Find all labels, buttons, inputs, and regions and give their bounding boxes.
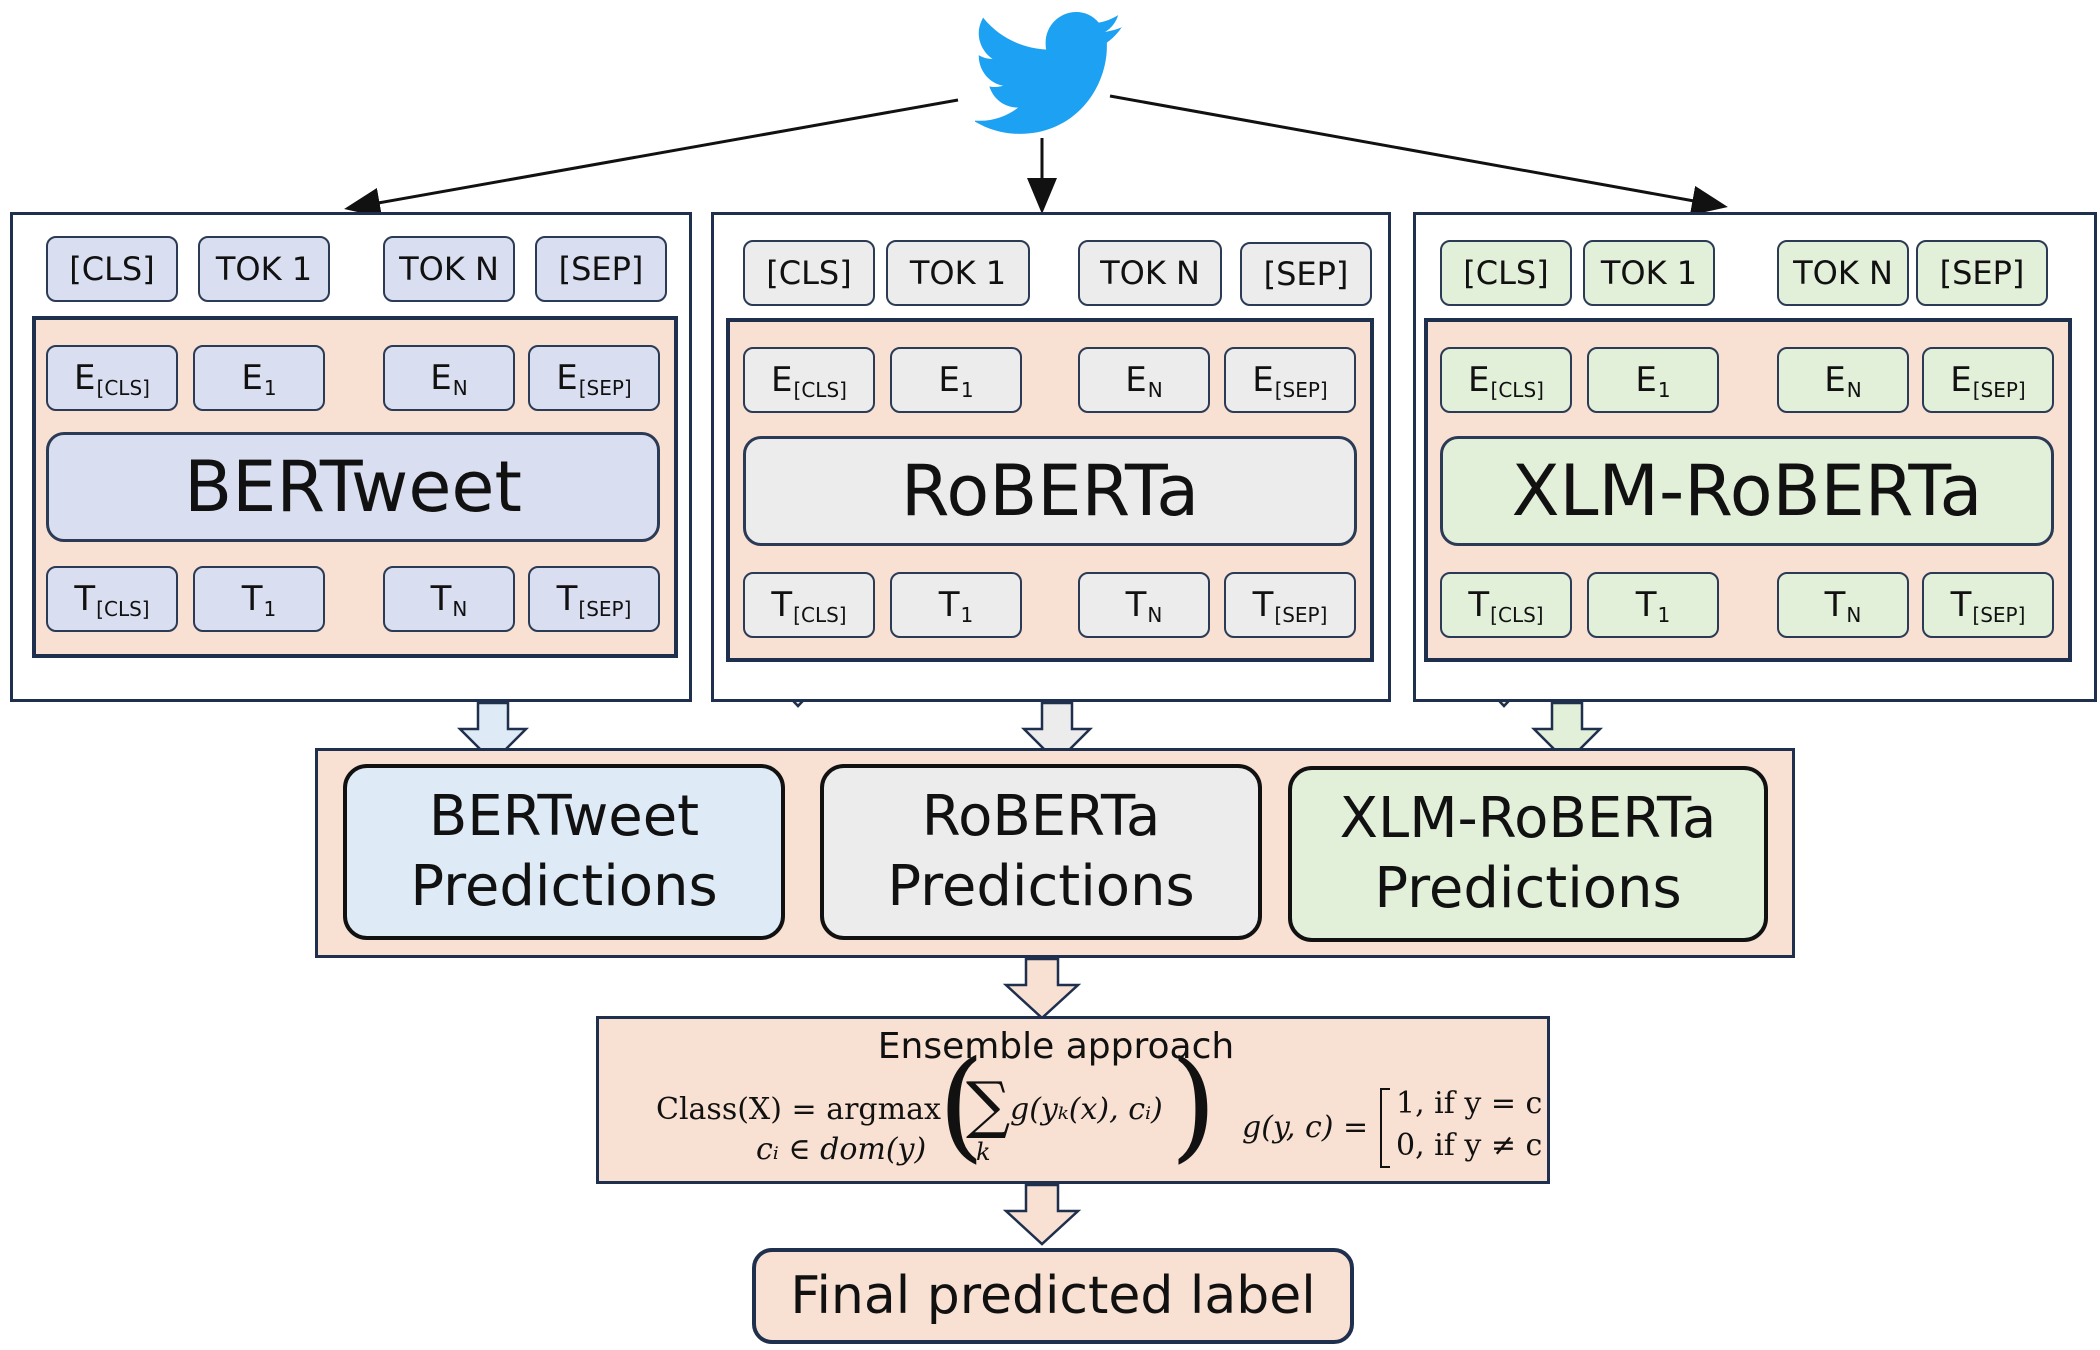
embedding-cls: E[CLS] bbox=[46, 345, 178, 411]
twitter-bird-icon bbox=[972, 12, 1125, 137]
prediction-title: BERTweet bbox=[428, 784, 700, 849]
pred-to-ensemble-arrow bbox=[1002, 957, 1082, 1020]
arrow-to-bertweet bbox=[344, 98, 959, 218]
g-lhs: g(y, c) = bbox=[1242, 1110, 1369, 1145]
token-sep: [SEP] bbox=[1916, 240, 2048, 306]
final-predicted-label: Final predicted label bbox=[752, 1248, 1354, 1344]
output-sep: T[SEP] bbox=[1922, 572, 2054, 638]
token-sep: [SEP] bbox=[1240, 242, 1372, 306]
roberta-core: RoBERTa bbox=[743, 436, 1357, 546]
embedding-cls: E[CLS] bbox=[1440, 347, 1572, 413]
prediction-title: XLM-RoBERTa bbox=[1339, 786, 1717, 851]
embedding-sep: E[SEP] bbox=[1922, 347, 2054, 413]
model-to-pred-arrow-2 bbox=[1020, 701, 1094, 764]
roberta-predictions-box: RoBERTa Predictions bbox=[820, 764, 1262, 940]
prediction-title: RoBERTa bbox=[921, 784, 1161, 849]
bertweet-core: BERTweet bbox=[46, 432, 660, 542]
token-n: TOK N bbox=[1078, 240, 1222, 306]
g-case-2: 0, if y ≠ c bbox=[1396, 1128, 1543, 1163]
model-to-pred-arrow-1 bbox=[456, 701, 530, 764]
formula-sum-index: k bbox=[976, 1138, 991, 1166]
token-n: TOK N bbox=[1777, 240, 1909, 306]
embedding-cls: E[CLS] bbox=[743, 347, 875, 413]
g-bracket bbox=[1380, 1088, 1390, 1168]
prediction-subtitle: Predictions bbox=[410, 854, 718, 919]
output-cls: T[CLS] bbox=[46, 566, 178, 632]
xlm-roberta-predictions-box: XLM-RoBERTa Predictions bbox=[1288, 766, 1768, 942]
token-1: TOK 1 bbox=[198, 236, 330, 302]
output-cls: T[CLS] bbox=[743, 572, 875, 638]
formula-sum-sign: ∑ bbox=[966, 1068, 1011, 1141]
formula-lhs: Class(X) = argmax bbox=[656, 1092, 941, 1127]
bertweet-predictions-box: BERTweet Predictions bbox=[343, 764, 785, 940]
token-cls: [CLS] bbox=[1440, 240, 1572, 306]
formula-right-paren: ) bbox=[1170, 1036, 1217, 1175]
ensemble-to-final-arrow bbox=[1002, 1183, 1082, 1246]
formula-sum-term: g(yₖ(x), cᵢ) bbox=[1010, 1092, 1163, 1127]
output-cls: T[CLS] bbox=[1440, 572, 1572, 638]
arrow-to-xlmr bbox=[1109, 94, 1728, 216]
output-sep: T[SEP] bbox=[1224, 572, 1356, 638]
output-sep: T[SEP] bbox=[528, 566, 660, 632]
token-n: TOK N bbox=[383, 236, 515, 302]
xlm-roberta-core: XLM-RoBERTa bbox=[1440, 436, 2054, 546]
formula-domain: cᵢ ∈ dom(y) bbox=[756, 1132, 927, 1167]
model-to-pred-arrow-3 bbox=[1530, 701, 1604, 764]
token-cls: [CLS] bbox=[743, 240, 875, 306]
formula-left-paren: ( bbox=[938, 1036, 985, 1175]
ensemble-box bbox=[596, 1016, 1550, 1184]
embedding-sep: E[SEP] bbox=[528, 345, 660, 411]
prediction-subtitle: Predictions bbox=[887, 854, 1195, 919]
token-cls: [CLS] bbox=[46, 236, 178, 302]
token-1: TOK 1 bbox=[886, 240, 1030, 306]
embedding-sep: E[SEP] bbox=[1224, 347, 1356, 413]
token-1: TOK 1 bbox=[1583, 240, 1715, 306]
prediction-subtitle: Predictions bbox=[1374, 856, 1682, 921]
token-sep: [SEP] bbox=[535, 236, 667, 302]
g-case-1: 1, if y = c bbox=[1396, 1086, 1543, 1121]
ensemble-title: Ensemble approach bbox=[877, 1026, 1235, 1067]
